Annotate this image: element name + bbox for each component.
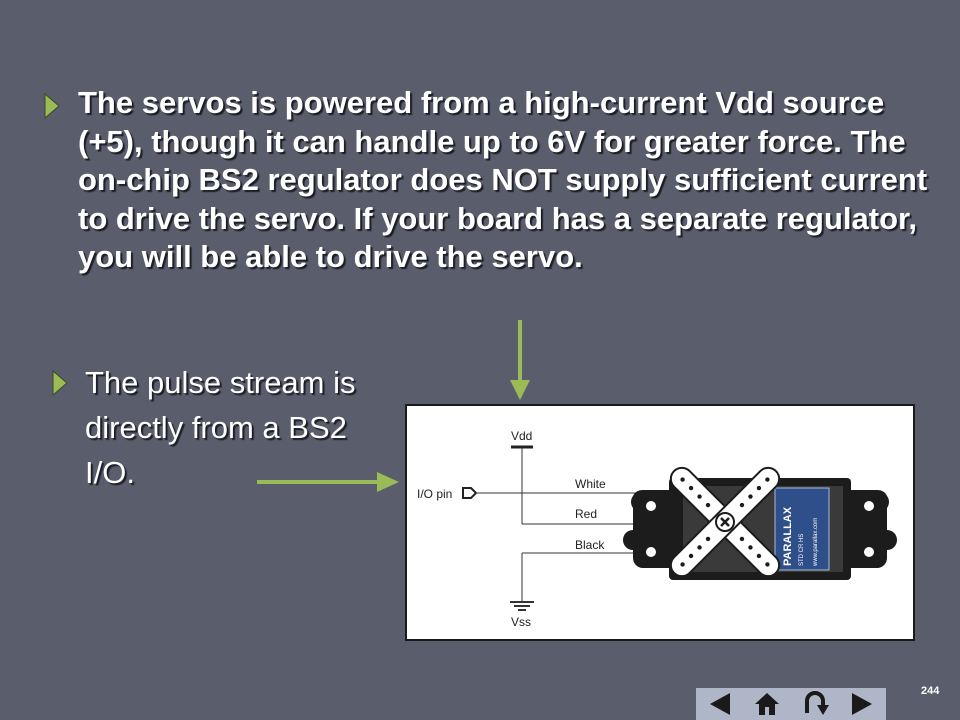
servo-url: www.parallax.com	[813, 518, 819, 567]
prev-button[interactable]	[700, 689, 740, 719]
label-io-pin: I/O pin	[417, 487, 452, 501]
label-vss: Vss	[511, 615, 531, 629]
page-number: 244	[921, 685, 940, 697]
servo-options: STD CR HS	[799, 534, 805, 566]
prev-icon	[709, 693, 730, 715]
servo-brand: PARALLAX	[782, 506, 794, 566]
bullet-text-pulse: The pulse stream is directly from a BS2 …	[85, 365, 356, 490]
home-button[interactable]	[747, 689, 787, 719]
label-vdd: Vdd	[511, 429, 532, 443]
label-white: White	[575, 477, 606, 491]
home-icon	[755, 693, 780, 715]
return-icon	[804, 691, 829, 715]
wiring-schematic: Vdd Red I/O pin White Black Vss PARALLAX…	[417, 429, 897, 629]
down-pointer-arrow	[510, 320, 530, 400]
next-button[interactable]	[842, 689, 882, 719]
servo-horn	[669, 466, 781, 578]
label-red: Red	[575, 507, 597, 521]
label-black: Black	[575, 538, 605, 552]
bullet-arrow-icon	[52, 369, 68, 397]
right-pointer-arrow	[257, 472, 399, 492]
bullet-arrow-icon	[44, 92, 60, 120]
servo-wiring-diagram: Vdd Red I/O pin White Black Vss PARALLAX…	[405, 404, 915, 641]
next-icon	[852, 693, 873, 715]
slide-nav-bar	[696, 688, 886, 720]
bullet-text-power: The servos is powered from a high-curren…	[78, 85, 928, 274]
return-button[interactable]	[795, 689, 835, 719]
